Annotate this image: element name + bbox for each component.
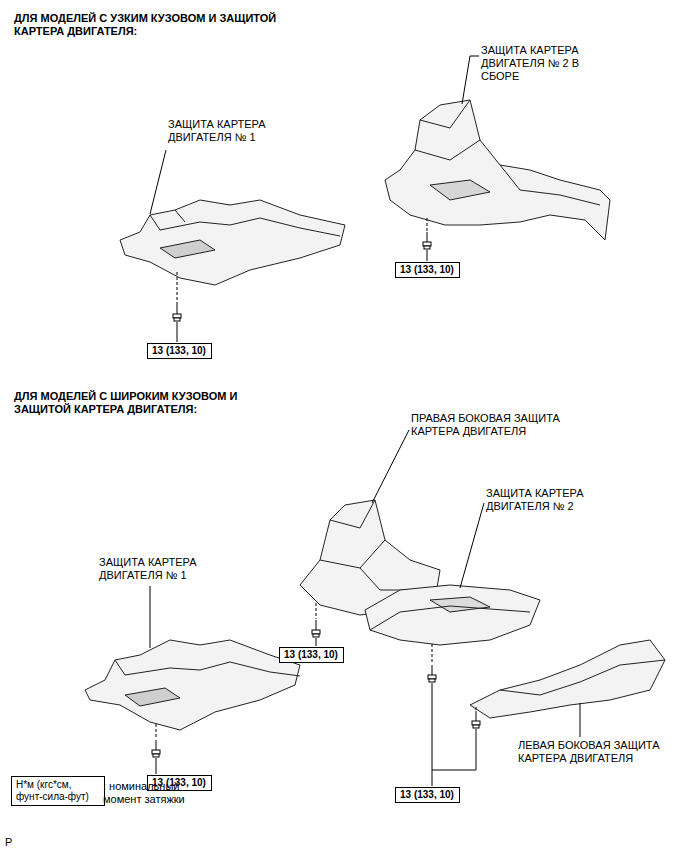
part-name: ЛЕВАЯ БОКОВАЯ ЗАЩИТА КАРТЕРА ДВИГАТЕЛЯ [518,739,668,765]
section-heading: ДЛЯ МОДЕЛЕЙ С ШИРОКИМ КУЗОВОМ И ЗАЩИТОЙ … [14,390,289,416]
part-name: ЗАЩИТА КАРТЕРА ДВИГАТЕЛЯ № 1 [99,556,211,582]
bolt-symbol [152,232,480,757]
guard-part [470,640,665,718]
torque-box: 13 (133, 10) [395,262,460,278]
torque-value: 13 (133, 10) [284,649,339,661]
torque-box: 13 (133, 10) [395,787,460,803]
part-name: ПРАВАЯ БОКОВАЯ ЗАЩИТА КАРТЕРА ДВИГАТЕЛЯ [411,412,586,438]
torque-value: 13 (133, 10) [152,345,207,357]
page-mark: P [5,836,25,849]
torque-box: 13 (133, 10) [147,343,212,359]
unit-text: Н*м (кгс*см, фунт-сила-фут) [16,779,100,803]
guard-part [85,640,300,730]
legend-text: : номинальный момент затяжки [103,780,193,806]
torque-value: 13 (133, 10) [400,264,455,276]
unit-box: Н*м (кгс*см, фунт-сила-фут) [11,776,105,806]
part-name: ЗАЩИТА КАРТЕРА ДВИГАТЕЛЯ № 2 В СБОРЕ [481,44,593,83]
part-name: ЗАЩИТА КАРТЕРА ДВИГАТЕЛЯ № 2 [486,487,598,513]
section-heading: ДЛЯ МОДЕЛЕЙ С УЗКИМ КУЗОВОМ И ЗАЩИТОЙ КА… [14,12,284,38]
guard-part [120,200,345,285]
torque-value: 13 (133, 10) [400,789,455,801]
guard-part [365,585,540,645]
part-name: ЗАЩИТА КАРТЕРА ДВИГАТЕЛЯ № 1 [168,118,280,144]
torque-box: 13 (133, 10) [279,647,344,663]
guard-part [385,100,610,240]
